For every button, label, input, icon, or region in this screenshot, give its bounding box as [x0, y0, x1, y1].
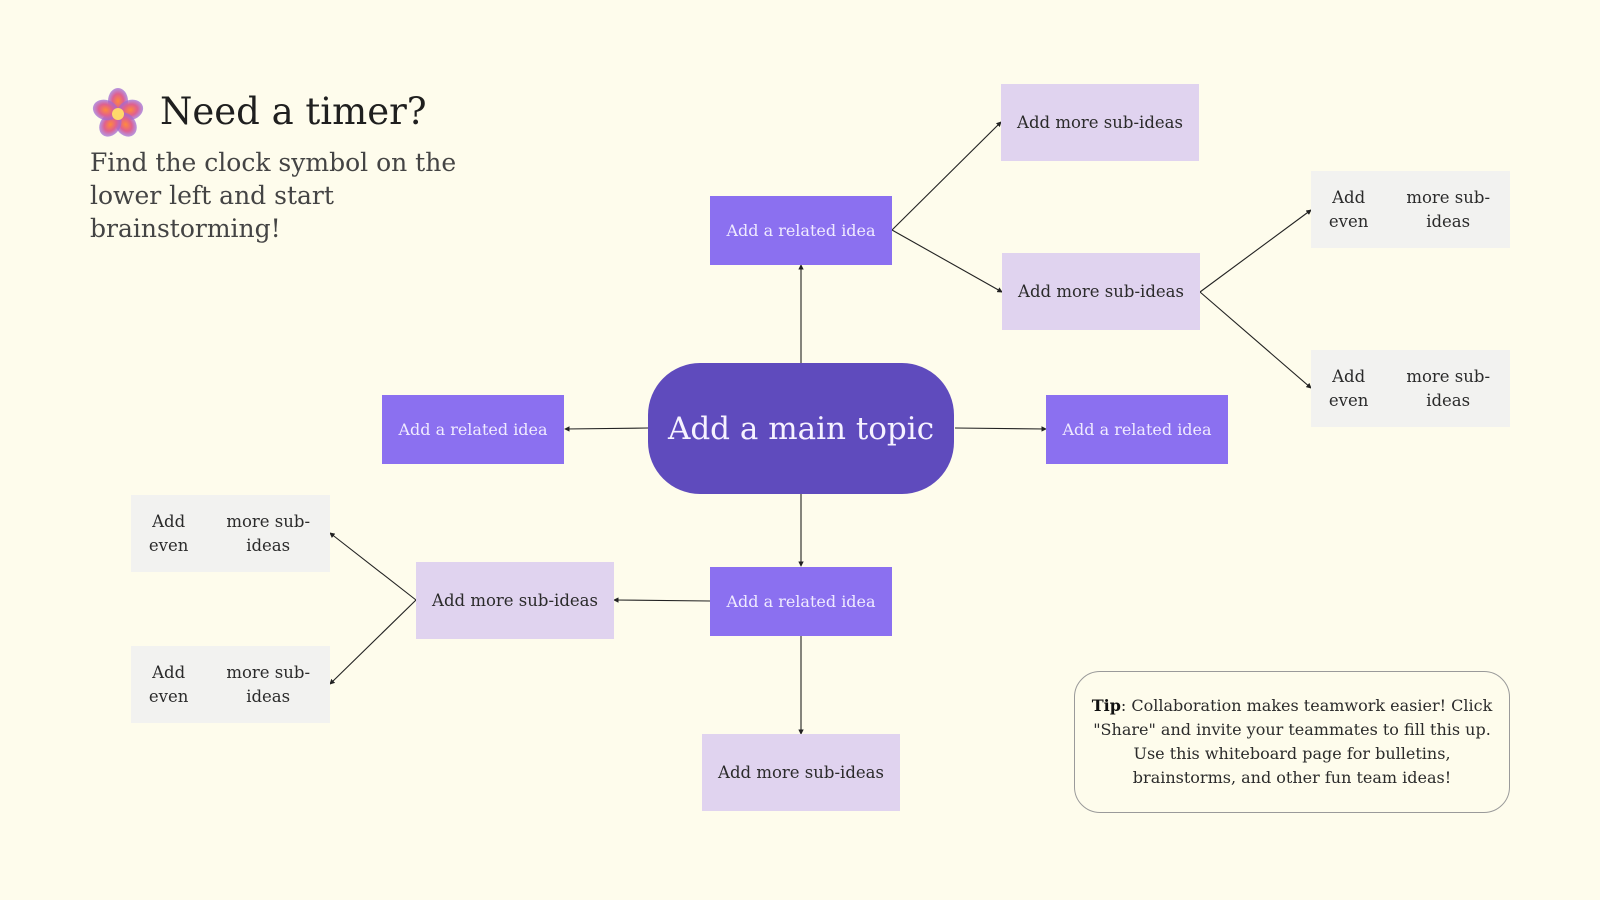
even-sub-idea-line2: more sub-ideas: [226, 662, 311, 706]
connector-related-top-to-sub-2: [891, 229, 1003, 293]
sub-idea-bottom[interactable]: Add more sub-ideas: [702, 734, 900, 811]
even-sub-idea-3[interactable]: Add even more sub-ideas: [131, 495, 330, 572]
sub-idea-top-1[interactable]: Add more sub-ideas: [1001, 84, 1199, 161]
connector-main-to-related-left: [564, 426, 649, 432]
related-idea-bottom[interactable]: Add a related idea: [710, 567, 892, 636]
related-idea-left[interactable]: Add a related idea: [382, 395, 564, 464]
even-sub-idea-line2: more sub-ideas: [1406, 366, 1491, 410]
sub-idea-top-2[interactable]: Add more sub-ideas: [1002, 253, 1200, 330]
connector-related-bottom-to-sub-3: [613, 597, 711, 603]
tip-content: Tip: Collaboration makes teamwork easier…: [1089, 694, 1495, 790]
even-sub-idea-line1: Add even: [148, 511, 189, 555]
connector-sub-3-to-even-3: [329, 532, 417, 601]
header-subtitle: Find the clock symbol on the lower left …: [90, 148, 457, 243]
even-sub-idea-line2: more sub-ideas: [1406, 187, 1491, 231]
related-idea-right[interactable]: Add a related idea: [1046, 395, 1228, 464]
even-sub-idea-line1: Add even: [148, 662, 189, 706]
even-sub-idea-line1: Add even: [1328, 187, 1369, 231]
even-sub-idea-2[interactable]: Add even more sub-ideas: [1311, 350, 1510, 427]
connector-sub-2-to-even-2: [1199, 291, 1312, 389]
even-sub-idea-1[interactable]: Add even more sub-ideas: [1311, 171, 1510, 248]
related-idea-top[interactable]: Add a related idea: [710, 196, 892, 265]
connector-main-to-related-right: [954, 426, 1047, 432]
tip-box: Tip: Collaboration makes teamwork easier…: [1074, 671, 1510, 813]
even-sub-idea-4[interactable]: Add even more sub-ideas: [131, 646, 330, 723]
even-sub-idea-line2: more sub-ideas: [226, 511, 311, 555]
sub-idea-left[interactable]: Add more sub-ideas: [416, 562, 614, 639]
header-title: Need a timer?: [160, 90, 427, 133]
flower-icon: [92, 88, 144, 137]
main-topic-node[interactable]: Add a main topic: [648, 363, 954, 494]
tip-label: Tip: [1091, 696, 1121, 715]
connector-sub-3-to-even-4: [329, 599, 417, 685]
even-sub-idea-line1: Add even: [1328, 366, 1369, 410]
tip-text: : Collaboration makes teamwork easier! C…: [1093, 696, 1493, 787]
connector-sub-2-to-even-1: [1199, 209, 1312, 293]
connector-related-top-to-sub-1: [891, 121, 1002, 231]
